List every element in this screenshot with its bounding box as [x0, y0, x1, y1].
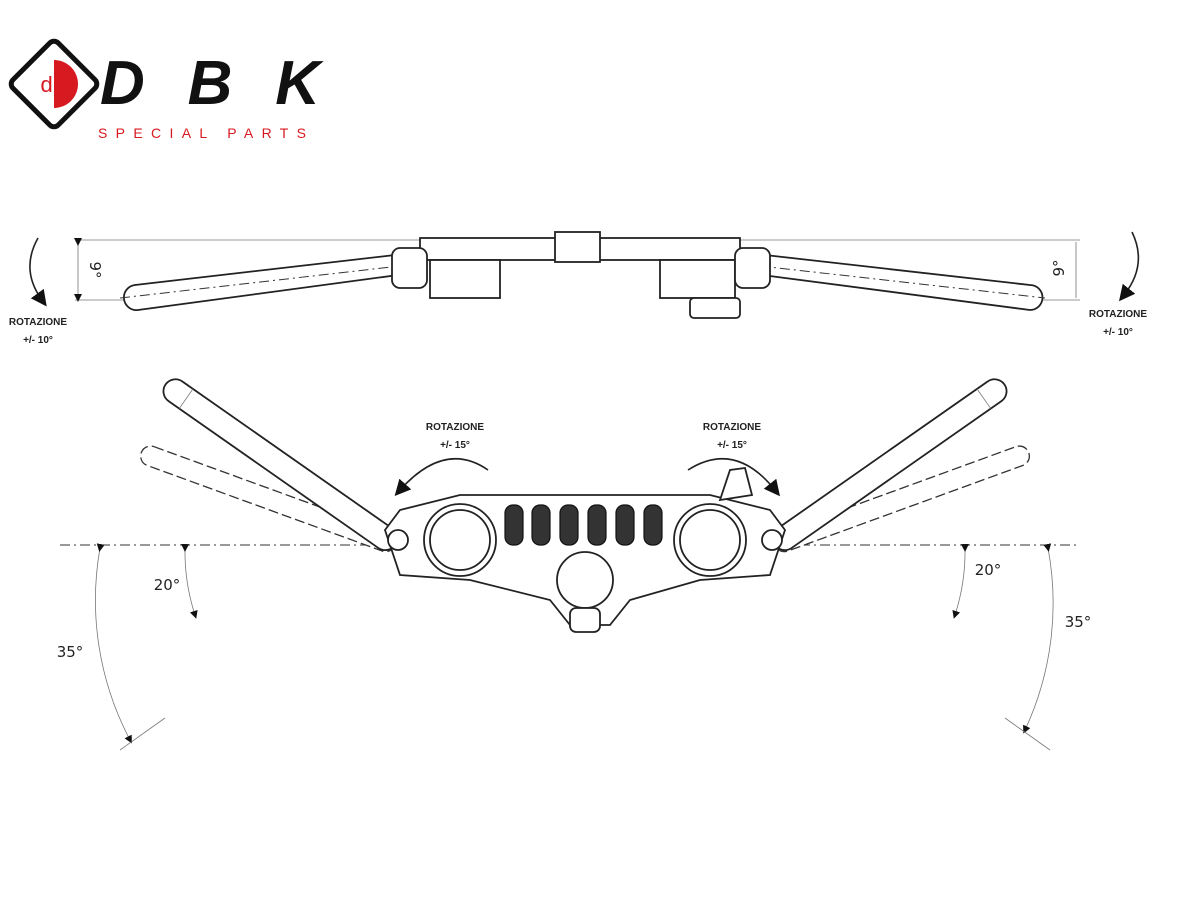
- top-view: 9° 9° ROTAZIONE +/- 10° ROTAZIONE +/- 10…: [9, 231, 1147, 346]
- right-20deg-label: 20°: [975, 561, 1002, 579]
- right-angle-label: 9°: [1050, 259, 1068, 276]
- right-yoke-rotation-value: +/- 15°: [717, 440, 747, 451]
- left-yoke-rotation-arrow: [394, 457, 489, 496]
- steering-stem: [556, 551, 614, 609]
- logo-tagline: SPECIAL PARTS: [98, 125, 308, 141]
- right-yoke-rotation-title: ROTAZIONE: [703, 422, 761, 433]
- left-handlebar-top: [123, 254, 400, 311]
- left-yoke-rotation-value: +/- 15°: [440, 440, 470, 451]
- dbk-logo: dB DBK SPECIAL PARTS: [8, 38, 324, 141]
- left-angle-label: 9°: [86, 261, 104, 278]
- left-20deg-label: 20°: [154, 576, 181, 594]
- right-rotation-value: +/- 10°: [1103, 327, 1133, 338]
- right-35deg-label: 35°: [1065, 613, 1092, 631]
- bottom-view: ROTAZIONE +/- 15° ROTAZIONE +/- 15° 20° …: [57, 378, 1092, 751]
- right-yoke-rotation-arrow: [687, 457, 781, 497]
- left-yoke-rotation-title: ROTAZIONE: [426, 422, 484, 433]
- left-rotation-arrow: [29, 237, 47, 307]
- right-handlebar-top: [760, 254, 1044, 311]
- left-35deg-label: 35°: [57, 643, 84, 661]
- left-rotation-title: ROTAZIONE: [9, 317, 67, 328]
- logo-monogram: dB: [41, 72, 68, 97]
- left-rotation-value: +/- 10°: [23, 335, 53, 346]
- right-rotation-title: ROTAZIONE: [1089, 309, 1147, 320]
- left-bar-20deg: [140, 445, 397, 553]
- yoke-slots: [504, 504, 663, 546]
- right-rotation-arrow: [1119, 231, 1140, 302]
- logo-brand: DBK: [100, 49, 324, 118]
